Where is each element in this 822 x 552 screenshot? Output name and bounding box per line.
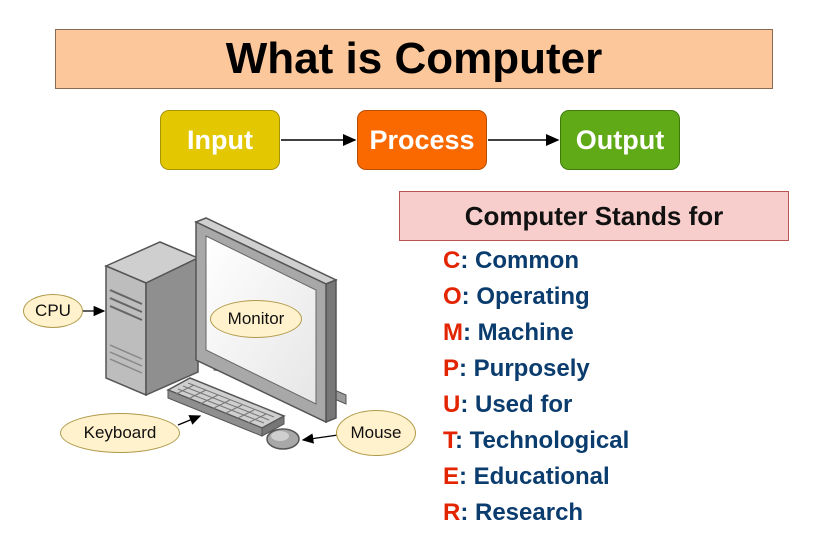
acronym-letter: R [443, 499, 461, 526]
acronym-list: C: Common O: Operating M: Machine P: Pur… [443, 244, 629, 532]
mouse-icon [266, 428, 300, 450]
acronym-item-m: M: Machine [443, 316, 629, 352]
acronym-letter: M [443, 319, 463, 346]
acronym-meaning: : Machine [463, 319, 574, 346]
acronym-item-c: C: Common [443, 244, 629, 280]
acronym-letter: T [443, 427, 455, 454]
acronym-meaning: : Educational [459, 463, 610, 490]
acronym-item-u: U: Used for [443, 388, 629, 424]
acronym-letter: P [443, 355, 460, 382]
arrow-keyboard [177, 415, 202, 426]
acronym-letter: U [443, 391, 461, 418]
monitor-callout: Monitor [210, 300, 302, 338]
process-box: Process [357, 110, 487, 170]
acronym-item-o: O: Operating [443, 280, 629, 316]
output-label: Output [575, 124, 665, 155]
page-title: What is Computer [225, 34, 603, 83]
cpu-tower-icon [104, 241, 200, 397]
input-box: Input [160, 110, 280, 170]
mouse-label: Mouse [350, 423, 402, 442]
keyboard-label: Keyboard [83, 423, 157, 442]
acronym-meaning: : Technological [455, 427, 630, 454]
acronym-meaning: : Purposely [459, 355, 590, 382]
monitor-label: Monitor [227, 309, 285, 328]
stands-for-heading-box: Computer Stands for [399, 191, 789, 241]
acronym-meaning: : Used for [460, 391, 573, 418]
acronym-meaning: : Operating [461, 283, 590, 310]
title-banner: What is Computer [55, 29, 773, 89]
monitor-icon [194, 217, 347, 424]
acronym-letter: C [443, 247, 461, 274]
acronym-letter: E [443, 463, 460, 490]
acronym-meaning: : Common [460, 247, 579, 274]
mouse-callout: Mouse [336, 410, 416, 456]
acronym-item-e: E: Educational [443, 460, 629, 496]
keyboard-callout: Keyboard [60, 413, 180, 453]
output-box: Output [560, 110, 680, 170]
cpu-callout: CPU [23, 294, 83, 328]
arrow-mouse [301, 433, 339, 444]
acronym-item-r: R: Research [443, 496, 629, 532]
stands-for-heading: Computer Stands for [464, 200, 724, 231]
acronym-item-t: T: Technological [443, 424, 629, 460]
keyboard-icon [166, 377, 286, 437]
acronym-letter: O [443, 283, 462, 310]
acronym-item-p: P: Purposely [443, 352, 629, 388]
process-label: Process [369, 124, 475, 155]
acronym-meaning: : Research [460, 499, 584, 526]
cpu-label: CPU [35, 301, 71, 320]
input-label: Input [187, 124, 253, 155]
